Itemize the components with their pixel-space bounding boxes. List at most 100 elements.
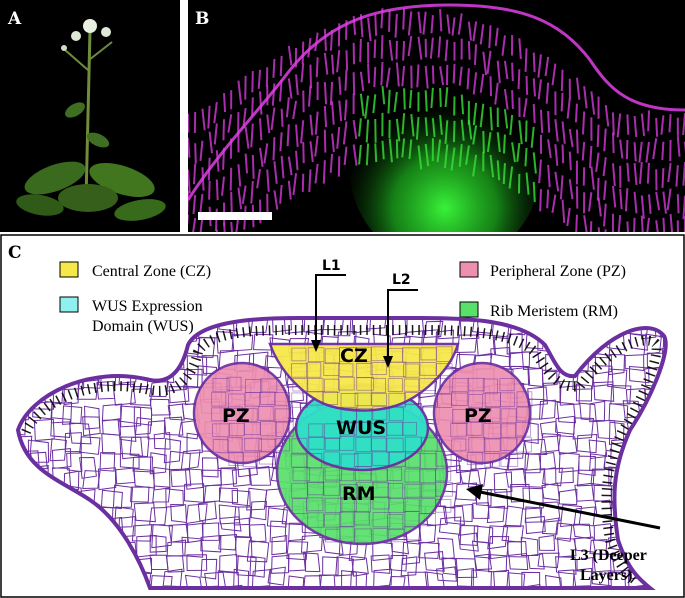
cell-wall-stroke: [486, 132, 492, 152]
cell-wall-stroke: [624, 188, 629, 212]
zone-cell-outline: [370, 362, 387, 376]
cell-wall-stroke: [568, 128, 574, 148]
plant-illustration: [16, 19, 166, 221]
cell-wall-stroke: [575, 214, 578, 232]
cell-wall-stroke: [611, 132, 615, 154]
cell-outline: [164, 416, 184, 436]
cell-wall-stroke: [467, 119, 473, 140]
cell-outline: [149, 534, 167, 553]
cell-wall-stroke: [532, 78, 536, 97]
cell-outline: [166, 368, 189, 392]
cell-wall-stroke: [539, 189, 542, 212]
zone-cell-outline: [404, 392, 421, 405]
zone-cell-outline: [323, 423, 342, 439]
zone-cell-outline: [404, 483, 422, 498]
cell-wall-stroke: [633, 115, 638, 138]
cell-outline: [101, 419, 122, 436]
cell-outline: [541, 369, 558, 386]
cell-wall-stroke: [408, 89, 413, 109]
cell-outline: [454, 503, 473, 523]
cell-wall-stroke: [554, 171, 560, 192]
plant-flower-top: [83, 19, 97, 33]
cell-outline: [119, 453, 140, 469]
cell-wall-stroke: [279, 184, 283, 204]
zone-cell-outline: [324, 466, 342, 481]
cell-outline: [288, 522, 306, 542]
zone-cell-outline: [372, 528, 388, 543]
zone-cell-outline: [339, 347, 357, 362]
cell-outline: [524, 452, 542, 474]
cell-wall-stroke: [314, 135, 319, 157]
zone-cell-outline: [451, 438, 467, 452]
zone-cell-outline: [307, 377, 324, 393]
zone-cell-outline: [244, 392, 261, 407]
cell-outline: [577, 469, 595, 487]
zone-cell-outline: [339, 526, 355, 543]
zone-cell-outline: [339, 421, 357, 436]
zone-cell-outline: [306, 362, 322, 378]
cell-wall-stroke: [215, 179, 219, 201]
zone-cell-outline: [500, 392, 515, 407]
cell-wall-stroke: [373, 66, 377, 88]
cell-outline: [152, 485, 171, 503]
cell-wall-stroke: [359, 38, 362, 62]
cell-wall-stroke: [539, 109, 544, 134]
cell-wall-stroke: [424, 65, 429, 89]
cell-wall-stroke: [472, 102, 478, 126]
cell-wall-stroke: [387, 89, 391, 114]
cell-outline: [575, 383, 593, 402]
cell-wall-stroke: [633, 162, 638, 186]
cell-outline: [271, 534, 288, 556]
plant-leaf-upper: [65, 102, 85, 118]
cell-wall-stroke: [280, 155, 285, 179]
cell-wall-stroke: [502, 163, 506, 185]
zone-cell-outline: [211, 391, 227, 407]
zone-cell-outline: [323, 451, 340, 466]
cell-wall-stroke: [323, 105, 328, 128]
zone-cell-outline: [226, 376, 242, 391]
cell-wall-stroke: [473, 44, 478, 65]
legend-label-wus-line1: WUS Expression: [92, 298, 203, 315]
zone-cell-outline: [403, 363, 420, 378]
cell-outline: [318, 574, 337, 588]
zone-cell-outline: [370, 377, 386, 393]
cell-outline: [373, 568, 393, 588]
cell-wall-stroke: [482, 51, 488, 76]
cell-wall-stroke: [352, 119, 358, 140]
cell-outline: [166, 555, 185, 573]
legend-item-cz: Central Zone (CZ): [59, 261, 211, 280]
cell-wall-stroke: [331, 54, 335, 75]
cell-wall-stroke: [323, 28, 327, 51]
cell-wall-stroke: [271, 83, 276, 106]
cell-wall-stroke: [331, 101, 335, 125]
zone-cell-outline: [419, 362, 437, 376]
cell-wall-stroke: [250, 123, 254, 148]
zone-cell-outline: [403, 526, 421, 541]
zone-cell-outline: [419, 453, 438, 470]
zone-cell-outline: [324, 497, 343, 513]
meristem-outline: [15, 316, 668, 590]
cell-wall-stroke: [532, 181, 536, 203]
cell-outline: [608, 353, 626, 376]
zone-cell-outline: [372, 512, 391, 528]
cell-wall-stroke: [374, 143, 378, 163]
cell-wall-stroke: [344, 69, 348, 91]
cell-wall-stroke: [424, 117, 429, 137]
zone-cell-outline: [242, 408, 258, 422]
cell-wall-stroke: [545, 82, 550, 104]
cell-outline: [487, 525, 509, 550]
cell-wall-stroke: [494, 27, 499, 47]
cell-wall-stroke: [482, 130, 485, 154]
cell-wall-stroke: [633, 191, 638, 214]
zone-cell-outline: [308, 423, 324, 438]
layer-label-l3-line2: Layers): [580, 567, 632, 584]
cell-wall-stroke: [237, 80, 243, 105]
cell-outline: [82, 416, 101, 437]
zone-cell-outline: [356, 346, 372, 363]
cell-wall-stroke: [544, 56, 550, 77]
cell-outline: [303, 552, 321, 573]
cell-wall-stroke: [525, 75, 529, 95]
cell-wall-stroke: [661, 141, 665, 161]
zone-cell-outline: [435, 451, 452, 467]
plant-rosette-leaf-4: [16, 194, 64, 216]
